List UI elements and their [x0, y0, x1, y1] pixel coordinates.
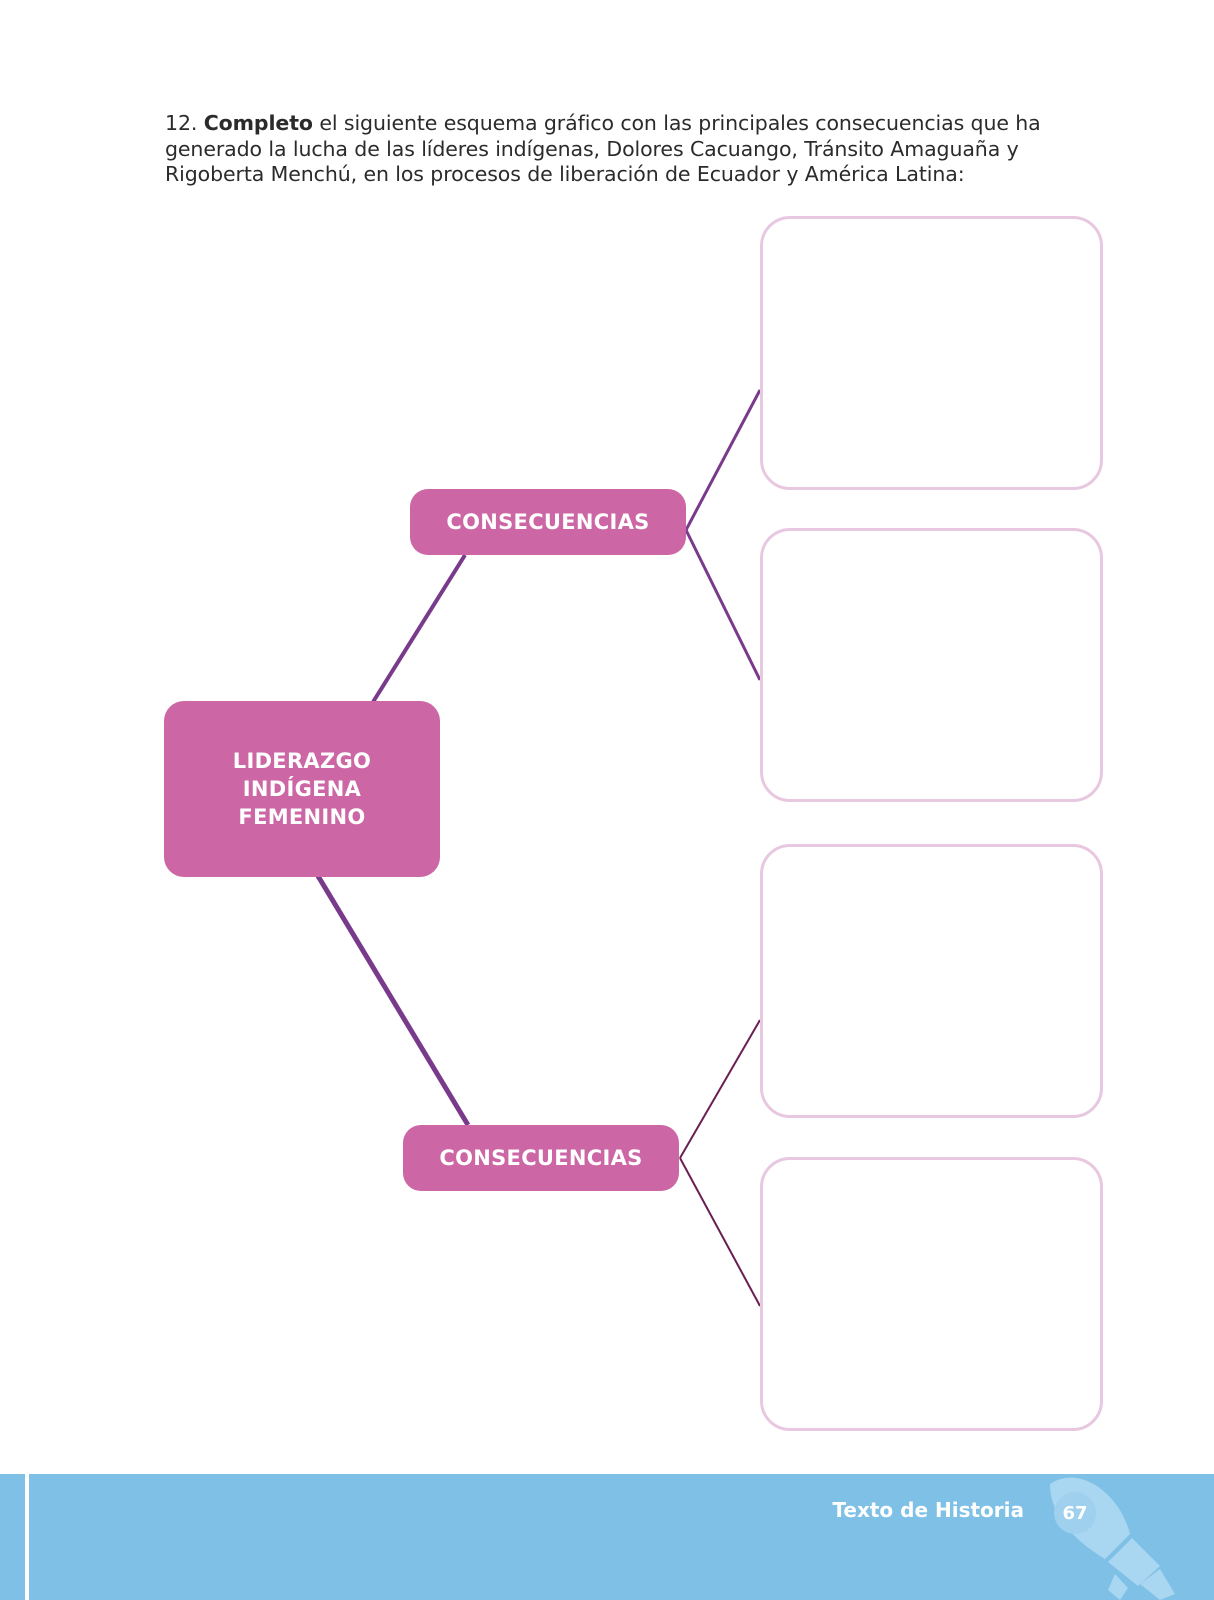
connector-bottom-to-box3 [679, 1019, 761, 1159]
footer-edge-stripe [25, 1474, 29, 1600]
main-concept-line-2: INDÍGENA [242, 777, 362, 801]
main-concept-node: LIDERAZGO INDÍGENA FEMENINO [164, 701, 440, 877]
answer-box-4[interactable] [760, 1157, 1103, 1431]
connector-top-to-box2 [684, 529, 762, 681]
connector-top-to-box1 [684, 389, 762, 531]
main-concept-line-3: FEMENINO [238, 805, 366, 829]
answer-box-1[interactable] [760, 216, 1103, 490]
page-number: 67 [1054, 1492, 1096, 1534]
instruction-body: el siguiente esquema gráfico con las pri… [165, 111, 1041, 186]
page-footer: Texto de Historia 67 [0, 1474, 1214, 1600]
instruction-text: 12. Completo el siguiente esquema gráfic… [165, 111, 1107, 188]
answer-box-2[interactable] [760, 528, 1103, 802]
main-concept-line-1: LIDERAZGO [232, 749, 372, 773]
footer-title: Texto de Historia [832, 1498, 1024, 1522]
connector-bottom-to-box4 [679, 1157, 761, 1307]
consequences-node-top: CONSECUENCIAS [410, 489, 686, 555]
connector-main-to-top [371, 553, 467, 704]
consequences-node-bottom: CONSECUENCIAS [403, 1125, 679, 1191]
instruction-verb: Completo [203, 111, 313, 135]
connector-main-to-bottom [315, 874, 471, 1127]
rocket-icon [1050, 1477, 1175, 1600]
exercise-number: 12. [165, 111, 198, 135]
answer-box-3[interactable] [760, 844, 1103, 1118]
